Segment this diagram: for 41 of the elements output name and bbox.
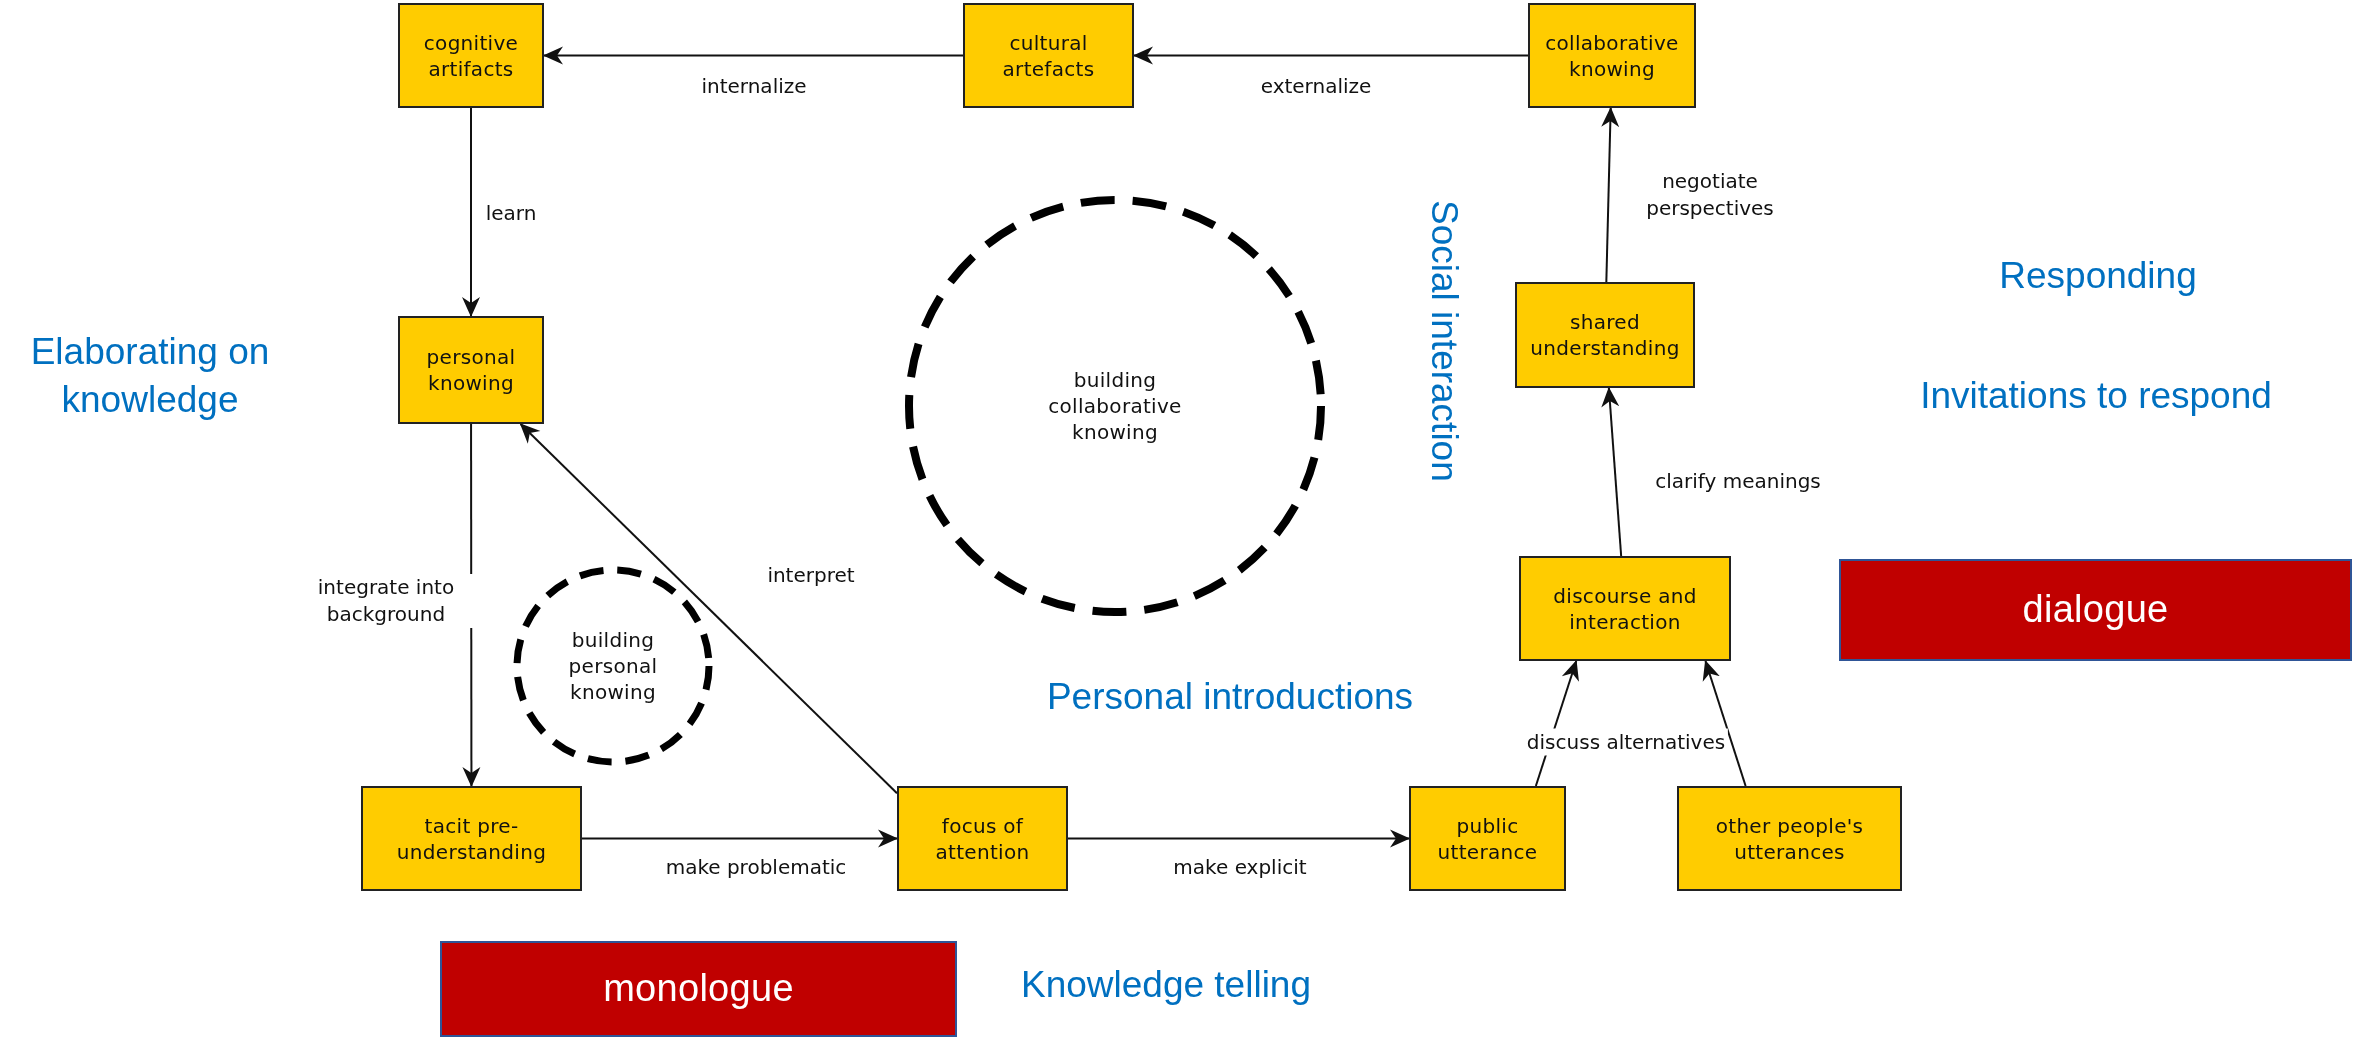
node-label: shared understanding xyxy=(1529,309,1681,361)
node-label: building collaborative knowing xyxy=(1047,367,1183,445)
process-box xyxy=(1515,282,1695,388)
annotation-text: Invitations to respond xyxy=(1919,374,2273,418)
process-box xyxy=(897,786,1068,891)
arrow xyxy=(1133,46,1529,65)
node-label: public utterance xyxy=(1436,812,1539,865)
process-box xyxy=(963,3,1134,108)
arrow xyxy=(543,46,964,65)
node-label: other people's utterances xyxy=(1714,812,1865,865)
process-box xyxy=(1409,786,1566,891)
process-box xyxy=(361,786,582,891)
process-box xyxy=(1677,786,1902,891)
node-label: monologue xyxy=(603,966,794,1012)
arrow xyxy=(1601,107,1620,283)
node-label: tacit pre-understanding xyxy=(395,812,548,865)
node-label: cultural artefacts xyxy=(1001,29,1096,82)
node-label: collaborative knowing xyxy=(1544,29,1680,82)
annotation-text: Elaborating on knowledge xyxy=(29,330,271,423)
annotation-text: Knowledge telling xyxy=(1019,963,1312,1007)
arrow xyxy=(581,829,898,848)
node-label: cognitive artifacts xyxy=(422,29,520,82)
arrow xyxy=(462,107,480,317)
annotation-text: Responding xyxy=(1998,254,2198,298)
arrow xyxy=(1702,660,1747,787)
annotation-text: Social interaction xyxy=(1423,200,1467,482)
process-box xyxy=(1519,556,1731,661)
node-label: building personal knowing xyxy=(567,627,659,705)
process-box xyxy=(398,3,544,108)
process-box xyxy=(1528,3,1696,108)
node-label: focus of attention xyxy=(934,812,1031,865)
arrow xyxy=(1067,829,1410,848)
annotation-text: Personal introductions xyxy=(1045,675,1415,719)
node-label: personal knowing xyxy=(425,344,517,396)
arrow xyxy=(1601,387,1623,557)
label-box xyxy=(440,941,957,1037)
node-label: discourse and interaction xyxy=(1552,582,1698,635)
arrow xyxy=(519,423,898,795)
label-box xyxy=(1839,559,2352,661)
process-box xyxy=(398,316,544,424)
node-label: dialogue xyxy=(2022,587,2169,633)
